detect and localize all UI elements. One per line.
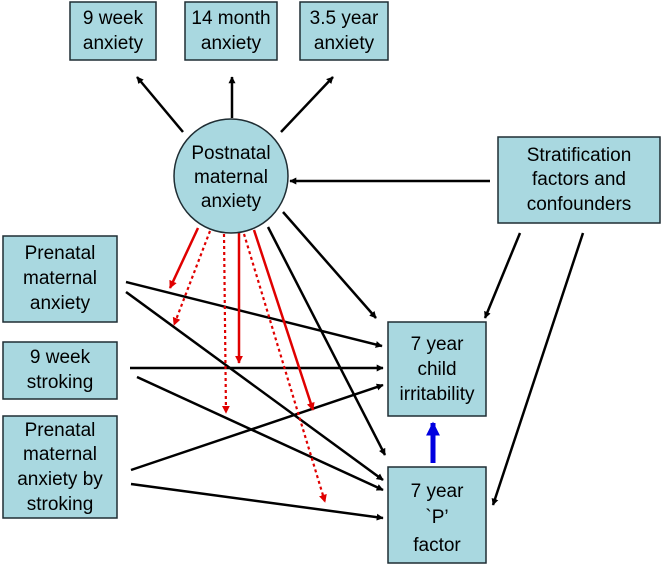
node-prenatal-by-stroking-line-1: Prenatal <box>25 420 96 441</box>
node-postnatal-anxiety-line-1: Postnatal <box>191 143 270 164</box>
node-prenatal-by-stroking-line-3: anxiety by <box>17 469 103 490</box>
edge-interaction-to-irritability <box>130 383 384 472</box>
edge-postnatal-to-p-factor <box>266 226 387 456</box>
node-week9-anxiety-line-2: anxiety <box>83 33 144 54</box>
node-week9-anxiety-line-1: 9 week <box>83 8 144 29</box>
node-irritability: 7 year child irritability <box>387 321 487 417</box>
node-postnatal-anxiety-line-3: anxiety <box>201 191 262 212</box>
node-p-factor-line-3: factor <box>413 535 461 556</box>
node-irritability-line-2: child <box>417 359 456 380</box>
edge-stratification-to-irritability <box>483 232 522 319</box>
edge-interaction-to-p-factor <box>130 482 384 521</box>
edge-red-solid-3 <box>252 229 315 411</box>
node-week9-stroking: 9 week stroking <box>2 341 118 400</box>
node-prenatal-anxiety: Prenatal maternal anxiety <box>2 235 118 323</box>
node-prenatal-anxiety-line-3: anxiety <box>30 293 91 314</box>
node-month14-anxiety: 14 month anxiety <box>184 1 278 61</box>
node-irritability-line-3: irritability <box>400 384 475 405</box>
edge-red-dotted-2 <box>221 233 230 414</box>
node-stratification-line-3: confounders <box>527 194 632 215</box>
edge-stroking-to-p-factor <box>136 375 384 492</box>
node-prenatal-by-stroking: Prenatal maternal anxiety by stroking <box>2 415 118 519</box>
node-year35-anxiety: 3.5 year anxiety <box>299 1 389 61</box>
node-p-factor: 7 year `P’ factor <box>387 466 487 564</box>
node-month14-anxiety-line-1: 14 month <box>191 8 270 29</box>
node-week9-stroking-line-1: 9 week <box>30 347 91 368</box>
edge-red-dotted-3 <box>242 233 327 503</box>
node-prenatal-anxiety-line-1: Prenatal <box>25 243 96 264</box>
edge-red-dotted-1 <box>172 230 212 326</box>
edge-red-solid-1 <box>168 227 200 289</box>
node-stratification: Stratification factors and confounders <box>497 136 661 224</box>
edge-postnatal-to-year35-anxiety <box>280 76 334 133</box>
edge-postnatal-to-irritability <box>282 211 377 319</box>
node-postnatal-anxiety-line-2: maternal <box>194 167 268 188</box>
node-year35-anxiety-line-2: anxiety <box>314 33 375 54</box>
node-month14-anxiety-line-2: anxiety <box>201 33 262 54</box>
node-week9-anxiety: 9 week anxiety <box>69 1 157 61</box>
node-irritability-line-1: 7 year <box>411 334 464 355</box>
edge-stratification-to-p-factor <box>491 232 585 506</box>
edge-postnatal-to-week9-anxiety <box>136 76 184 133</box>
edge-prenatal-to-irritability <box>125 280 383 348</box>
node-postnatal-anxiety: Postnatal maternal anxiety <box>173 118 289 234</box>
edges <box>125 76 585 521</box>
node-prenatal-by-stroking-line-4: stroking <box>27 494 94 515</box>
node-year35-anxiety-line-1: 3.5 year <box>310 8 379 29</box>
node-week9-stroking-line-2: stroking <box>27 372 94 393</box>
node-p-factor-line-2: `P’ <box>425 507 448 528</box>
node-stratification-line-2: factors and <box>532 169 626 190</box>
node-prenatal-anxiety-line-2: maternal <box>23 268 97 289</box>
node-p-factor-line-1: 7 year <box>411 481 464 502</box>
node-prenatal-by-stroking-line-2: maternal <box>23 444 97 465</box>
edge-prenatal-to-p-factor <box>125 290 384 482</box>
node-stratification-line-1: Stratification <box>527 145 632 166</box>
